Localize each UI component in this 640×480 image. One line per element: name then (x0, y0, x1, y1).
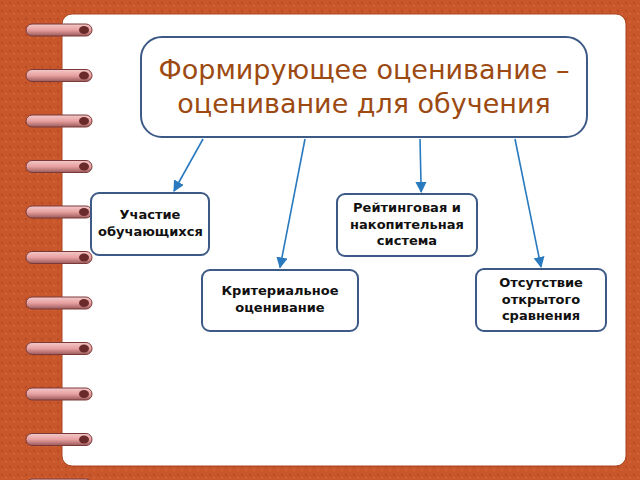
process-box: Отсутствие открытого сравнения (475, 268, 607, 332)
ring (26, 388, 92, 400)
process-box: Рейтинговая и накопительная система (336, 193, 478, 257)
ring-hole (79, 254, 89, 262)
ring-hole (79, 117, 89, 125)
ring (26, 161, 92, 173)
box-label: Отсутствие открытого сравнения (483, 275, 599, 326)
title-text: Формирующее оценивание – оценивание для … (149, 53, 579, 121)
box-label: Критериальное оценивание (209, 283, 351, 317)
ring-hole (79, 163, 89, 171)
title-box: Формирующее оценивание – оценивание для … (140, 36, 588, 138)
arrow-connector (515, 139, 541, 267)
notebook-rings (26, 24, 92, 480)
box-label: Участие обучающихся (98, 207, 202, 241)
ring (26, 479, 92, 480)
ring (26, 206, 92, 218)
ring-hole (79, 72, 89, 80)
box-label: Рейтинговая и накопительная система (344, 200, 470, 251)
arrow-connector (174, 139, 203, 191)
process-box: Критериальное оценивание (201, 269, 359, 332)
ring (26, 343, 92, 355)
ring-hole (79, 299, 89, 307)
ring-hole (79, 345, 89, 353)
ring (26, 24, 92, 36)
process-box: Участие обучающихся (90, 192, 210, 256)
ring (26, 115, 92, 127)
arrow-connector (280, 139, 305, 268)
ring-hole (79, 436, 89, 444)
ring (26, 297, 92, 309)
ring-hole (79, 26, 89, 34)
ring-hole (79, 390, 89, 398)
ring (26, 434, 92, 446)
arrow-connector (420, 139, 421, 192)
ring (26, 252, 92, 264)
notebook-page (62, 14, 626, 466)
ring-hole (79, 208, 89, 216)
ring (26, 70, 92, 82)
